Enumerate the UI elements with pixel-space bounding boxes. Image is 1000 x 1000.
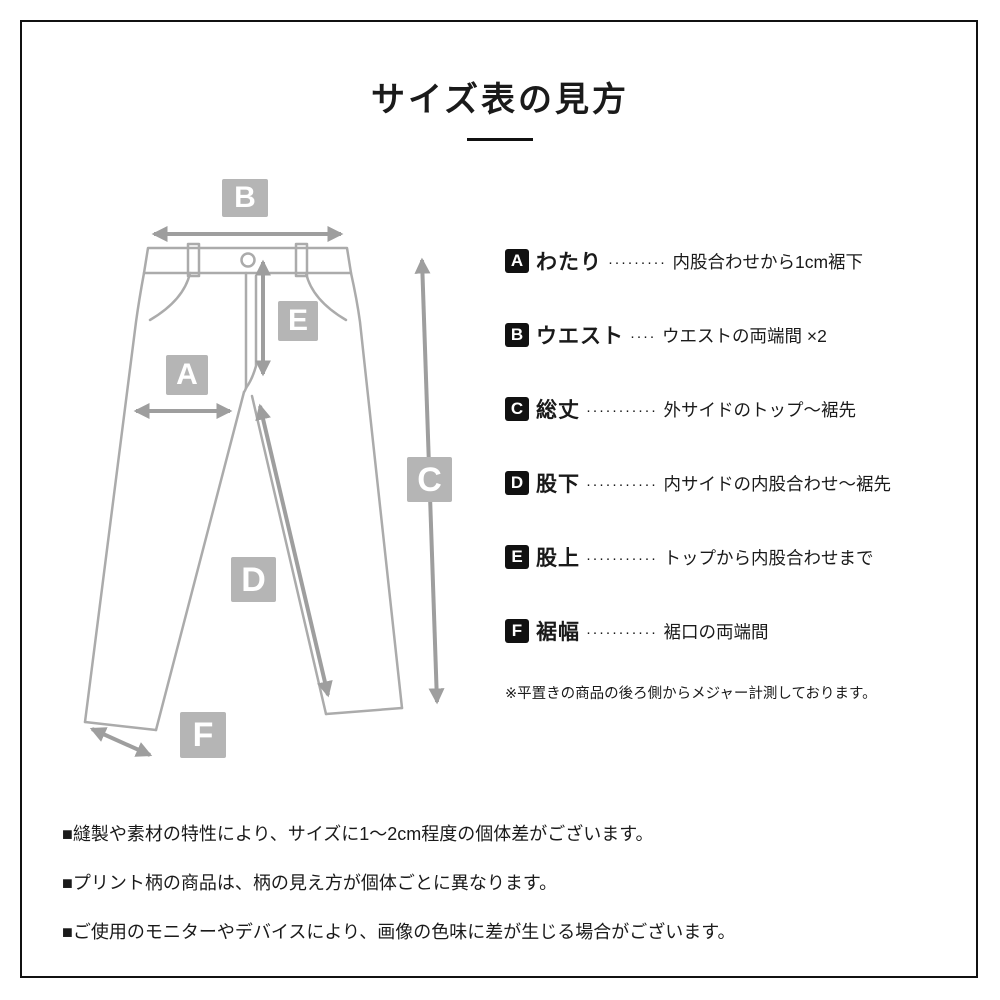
arrow-f-hem [89,727,153,757]
legend-leader-dots: ··········· [586,401,658,419]
legend-row-c: C 総丈 ··········· 外サイドのトップ〜裾先 [505,394,891,424]
legend-description: トップから内股合わせまで [663,547,874,568]
arrow-d-inseam [255,403,333,698]
legend-row-a: A わたり ········· 内股合わせから1cm裾下 [505,246,891,276]
page-title: サイズ表の見方 [371,81,629,119]
measurement-label-e: E [278,301,318,341]
legend-row-b: B ウエスト ···· ウエストの両端間 ×2 [505,320,891,350]
legend-label: ウエスト [536,325,624,348]
legend-description: ウエストの両端間 ×2 [661,325,827,346]
page-frame [20,20,978,978]
legend-description: 裾口の両端間 [663,621,769,642]
footnote-sewing: ■縫製や素材の特性により、サイズに1〜2cm程度の個体差がございます。 [62,824,654,844]
footnotes: ■縫製や素材の特性により、サイズに1〜2cm程度の個体差がございます。 ■プリン… [62,820,735,944]
legend-description: 内股合わせから1cm裾下 [672,251,864,272]
footnote-monitor-color: ■ご使用のモニターやデバイスにより、画像の色味に差が生じる場合がございます。 [62,922,736,942]
legend-label: 股下 [536,473,580,496]
legend-key-badge: A [505,249,529,273]
legend-row-e: E 股上 ··········· トップから内股合わせまで [505,542,891,572]
measurement-label-b: B [222,179,268,217]
measurement-label-d: D [231,557,276,602]
legend-row-f: F 裾幅 ··········· 裾口の両端間 [505,616,891,646]
legend-key-badge: D [505,471,529,495]
legend-key-badge: C [505,397,529,421]
measurement-label-c: C [407,457,452,502]
legend-label: 股上 [536,547,580,570]
measurement-arrows [89,226,445,757]
legend-key-badge: B [505,323,529,347]
legend-description: 内サイドの内股合わせ〜裾先 [663,473,891,494]
pants-illustration [83,226,445,757]
legend-label: 裾幅 [536,621,580,644]
legend-description: 外サイドのトップ〜裾先 [663,399,856,420]
measurement-legend: A わたり ········· 内股合わせから1cm裾下 B ウエスト ····… [505,246,891,703]
pants-outline [83,242,404,732]
measurement-label-a: A [166,355,208,395]
legend-row-d: D 股下 ··········· 内サイドの内股合わせ〜裾先 [505,468,891,498]
legend-leader-dots: ··········· [586,549,658,567]
pants-size-diagram: B E A C D F [60,170,480,780]
measurement-label-f: F [180,712,226,758]
legend-key-badge: E [505,545,529,569]
legend-label: わたり [536,251,602,274]
legend-leader-dots: ········· [608,253,667,271]
footnote-print-pattern: ■プリント柄の商品は、柄の見え方が個体ごとに異なります。 [62,873,558,893]
measurement-note: ※平置きの商品の後ろ側からメジャー計測しております。 [505,686,877,702]
legend-leader-dots: ···· [630,327,656,345]
legend-leader-dots: ··········· [586,623,658,641]
legend-leader-dots: ··········· [586,475,658,493]
legend-label: 総丈 [536,399,580,422]
title-underline [467,138,533,141]
legend-key-badge: F [505,619,529,643]
